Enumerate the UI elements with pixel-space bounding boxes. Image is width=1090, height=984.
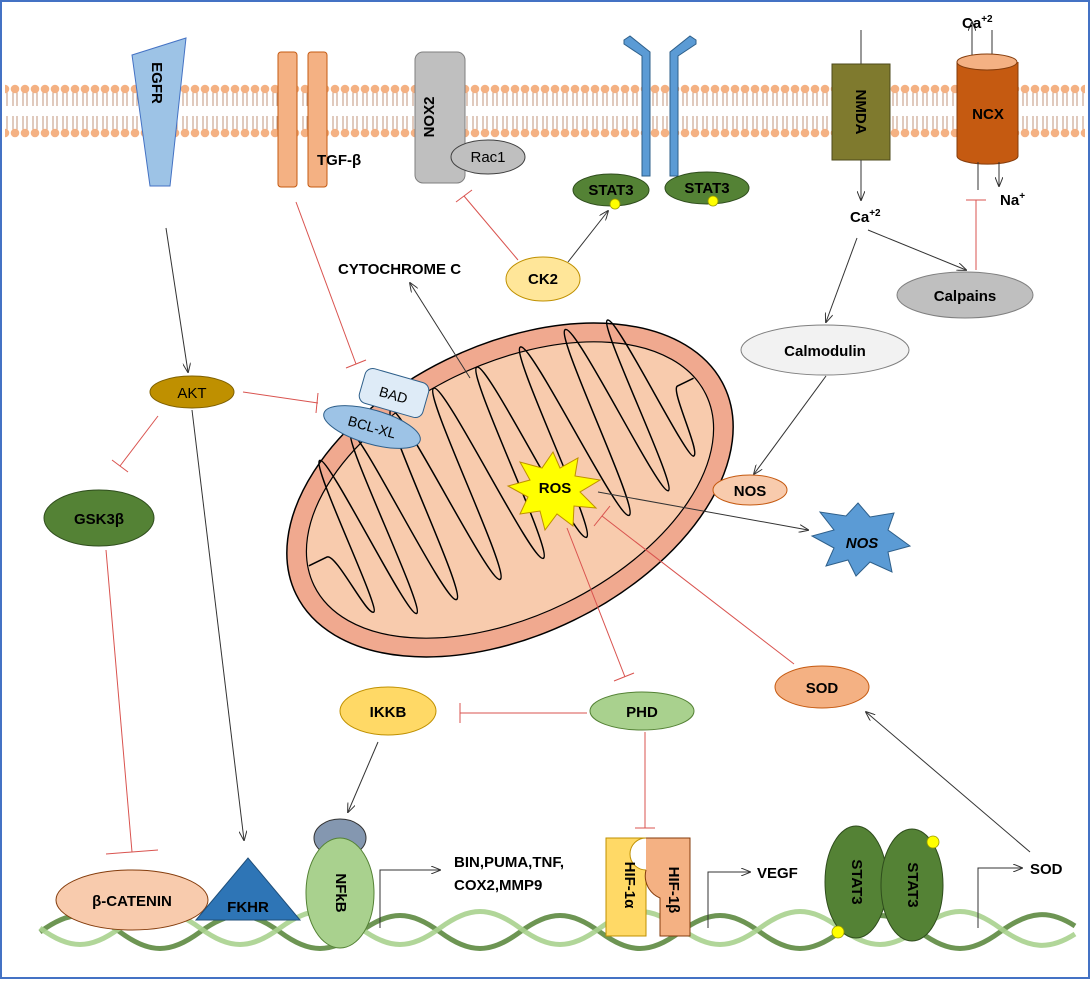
phd-label: PHD	[626, 704, 658, 721]
akt-label: AKT	[177, 385, 206, 402]
cytokine-receptor	[623, 35, 697, 177]
calpains-node	[896, 271, 1034, 319]
bad-node	[358, 367, 430, 419]
stat3-right-node	[664, 171, 750, 205]
svg-text:Ca+2: Ca+2	[962, 14, 993, 32]
hif-complex: HIF-1α HIF-1β	[605, 837, 691, 937]
na-label: Na	[1000, 192, 1020, 209]
stat3-pair-membrane: STAT3 STAT3	[572, 171, 750, 210]
rac1-node	[450, 139, 526, 175]
beta-catenin-node	[55, 869, 209, 931]
nmda-label: NMDA	[852, 90, 869, 135]
tgf-beta-receptor: TGF-β	[277, 51, 361, 188]
ck2-label: CK2	[528, 271, 558, 288]
ca-top-charge: +2	[981, 14, 993, 25]
calmodulin-node	[740, 324, 910, 376]
sod-node	[774, 665, 870, 709]
stat3-b-label: STAT3	[904, 862, 921, 907]
stat3-b-node	[880, 828, 944, 942]
vegf-label: VEGF	[757, 865, 798, 882]
calmodulin-label: Calmodulin	[784, 343, 866, 360]
phd-node	[589, 691, 695, 731]
nos-star	[810, 502, 912, 577]
nos-node	[712, 474, 788, 506]
gsk3b-label: GSK3β	[74, 511, 124, 528]
hif1a-label: HIF-1α	[621, 862, 638, 910]
stat3-a-label: STAT3	[848, 859, 865, 904]
rac1-label: Rac1	[470, 149, 505, 166]
nfkb-node	[305, 837, 375, 949]
bad-label: BAD	[377, 383, 409, 406]
ikkb-node	[339, 686, 437, 736]
sod-label: SOD	[806, 680, 839, 697]
akt-node	[149, 375, 235, 409]
stat3-right-label: STAT3	[684, 180, 729, 197]
fkhr-node	[194, 857, 302, 921]
na-charge: +	[1019, 191, 1025, 202]
calpains-label: Calpains	[934, 288, 997, 305]
gsk3b-node	[43, 489, 155, 547]
beta-catenin-label: β-CATENIN	[92, 893, 172, 910]
svg-text:Na+: Na+	[1000, 191, 1025, 209]
bcl-xl-node	[323, 405, 421, 449]
targets-line2: COX2,MMP9	[454, 877, 542, 894]
egfr-receptor: EGFR	[131, 37, 187, 187]
svg-text:Ca+2: Ca+2	[850, 208, 881, 226]
ikkb-label: IKKB	[370, 704, 407, 721]
ros-star	[506, 450, 602, 532]
sod-out-label: SOD	[1030, 861, 1063, 878]
ck2-node	[505, 256, 581, 302]
hif1b-label: HIF-1β	[665, 867, 682, 914]
stat3-dimer-dna: STAT3 STAT3	[824, 825, 944, 942]
fkhr-label: FKHR	[227, 899, 269, 916]
nos-star-label: NOS	[846, 535, 879, 552]
nox2-complex: NOX2 Rac1	[414, 51, 526, 184]
cell-membrane	[5, 84, 1085, 142]
ca-below-charge: +2	[869, 208, 881, 219]
nfkb-label: NFkB	[332, 873, 349, 912]
stat3-left-label: STAT3	[588, 182, 633, 199]
targets-line1: BIN,PUMA,TNF,	[454, 854, 564, 871]
ca-below-label: Ca	[850, 209, 870, 226]
cytochrome-c-label: CYTOCHROME C	[338, 261, 461, 278]
tgf-beta-label: TGF-β	[317, 152, 361, 169]
nos-label: NOS	[734, 483, 767, 500]
ncx-label: NCX	[972, 106, 1004, 123]
nox2-label: NOX2	[421, 97, 438, 138]
ncx-exchanger: Ca+2 NCX Na+	[956, 14, 1025, 209]
ca-top-label: Ca	[962, 15, 982, 32]
egfr-label: EGFR	[148, 62, 165, 104]
nmda-receptor: NMDA Ca+2	[831, 30, 891, 226]
ros-label: ROS	[539, 480, 572, 497]
